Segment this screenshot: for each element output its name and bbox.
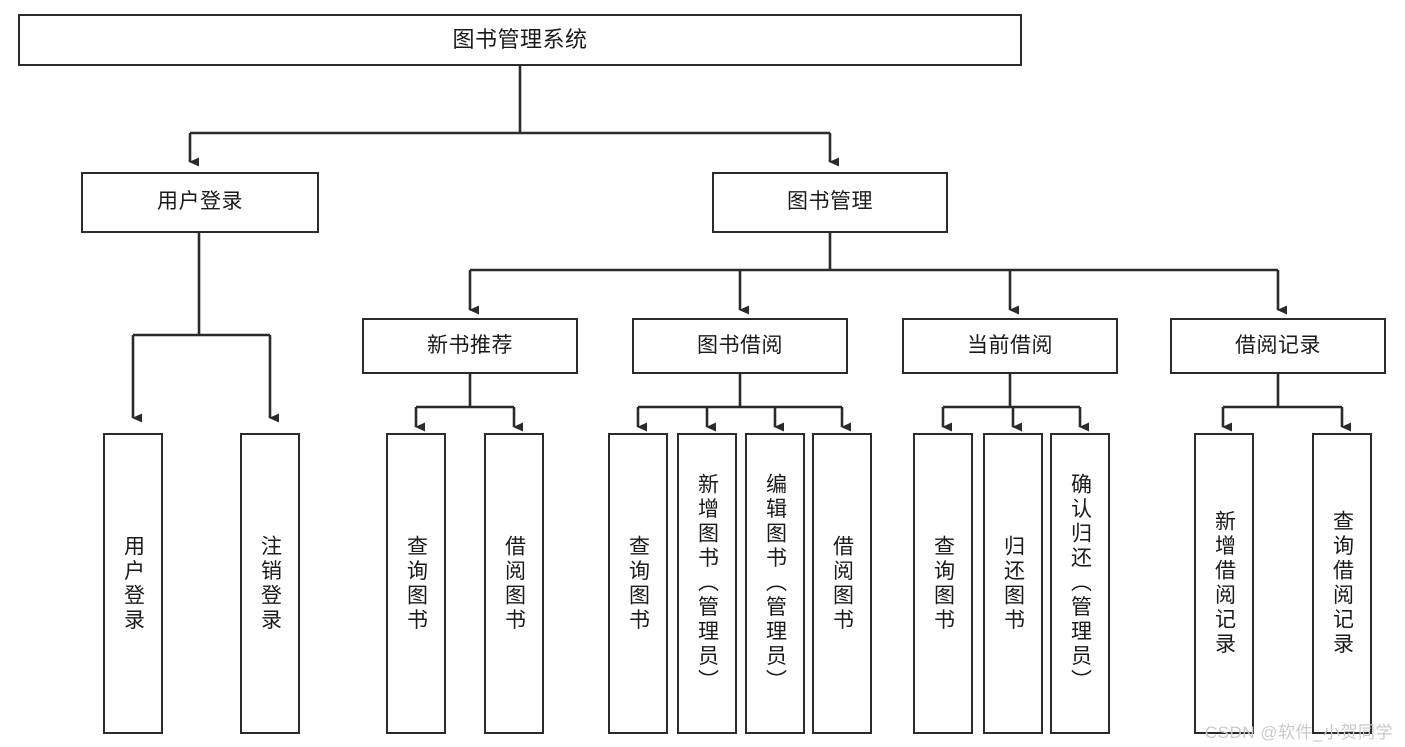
node-book-borrow[interactable]: 图书借阅: [632, 318, 848, 374]
node-label: 借阅记录: [1235, 333, 1321, 357]
node-leaf-user-login[interactable]: 用户登录: [103, 433, 163, 734]
node-label: 新增借阅记录: [1212, 510, 1236, 657]
node-label: 查询图书: [404, 534, 428, 633]
node-leaf-logout[interactable]: 注销登录: [240, 433, 300, 734]
node-leaf-borrow-book-recommend[interactable]: 借阅图书: [484, 433, 544, 734]
node-label: 编辑图书（管理员）: [763, 473, 787, 694]
node-label: 注销登录: [258, 534, 282, 633]
node-label: 借阅图书: [502, 534, 526, 633]
node-book-management[interactable]: 图书管理: [712, 172, 948, 233]
node-label: 用户登录: [121, 534, 145, 633]
node-root-book-management-system[interactable]: 图书管理系统: [18, 14, 1022, 66]
node-label: 图书借阅: [697, 333, 783, 357]
node-label: 查询借阅记录: [1330, 510, 1354, 657]
node-label: 确认归还（管理员）: [1068, 473, 1092, 694]
node-label: 用户登录: [157, 190, 243, 214]
node-leaf-borrow-book[interactable]: 借阅图书: [812, 433, 872, 734]
node-label: 借阅图书: [830, 534, 854, 633]
node-label: 查询图书: [931, 534, 955, 633]
node-leaf-query-book-recommend[interactable]: 查询图书: [386, 433, 446, 734]
node-leaf-return-book[interactable]: 归还图书: [983, 433, 1043, 734]
node-leaf-add-book[interactable]: 新增图书（管理员）: [677, 433, 737, 734]
node-leaf-query-book-borrow[interactable]: 查询图书: [608, 433, 668, 734]
watermark-text: CSDN @软件_小贺同学: [1204, 723, 1393, 742]
node-leaf-query-book-current[interactable]: 查询图书: [913, 433, 973, 734]
node-label: 新增图书（管理员）: [695, 473, 719, 694]
node-label: 当前借阅: [967, 333, 1053, 357]
node-leaf-confirm-return[interactable]: 确认归还（管理员）: [1050, 433, 1110, 734]
node-label: 查询图书: [626, 534, 650, 633]
node-label: 图书管理: [787, 190, 873, 214]
node-label: 新书推荐: [427, 333, 513, 357]
node-new-book-recommend[interactable]: 新书推荐: [362, 318, 578, 374]
node-leaf-query-borrow-record[interactable]: 查询借阅记录: [1312, 433, 1372, 734]
node-leaf-edit-book[interactable]: 编辑图书（管理员）: [745, 433, 805, 734]
node-borrow-record[interactable]: 借阅记录: [1170, 318, 1386, 374]
node-label: 图书管理系统: [452, 27, 588, 53]
node-label: 归还图书: [1001, 534, 1025, 633]
node-leaf-add-borrow-record[interactable]: 新增借阅记录: [1194, 433, 1254, 734]
node-current-borrow[interactable]: 当前借阅: [902, 318, 1118, 374]
node-user-login[interactable]: 用户登录: [81, 172, 319, 233]
